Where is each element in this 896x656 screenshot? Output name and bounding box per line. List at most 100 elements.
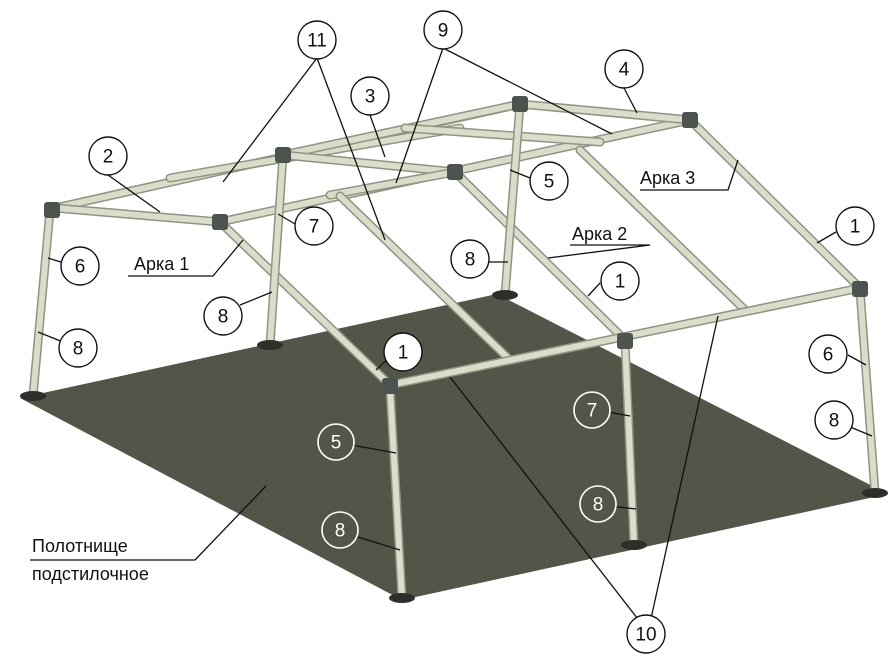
callout-7-left-circle [294,206,334,246]
leader-arch2 [547,244,651,259]
callout-5-front-circle [317,423,355,461]
joint-front-left-top [212,214,228,230]
base-rear-middle [492,290,518,300]
callout-10: 10 [635,625,656,646]
cross-rail [280,152,458,175]
leader-arch1 [128,239,244,277]
callout-9: 9 [438,21,449,42]
callout-7-front-circle [573,391,611,429]
callout-7-front: 7 [587,401,598,422]
post-front-right [857,287,878,496]
joint-front-left [382,378,398,394]
callout-5-top: 5 [544,172,555,193]
front-top-beam-left [52,205,223,225]
joint-rear-left [44,202,60,218]
leader-7-left [277,213,296,225]
callout-8-front: 8 [335,521,346,542]
callout-8-left-inner: 8 [218,307,229,328]
callout-numbers: 11 9 4 3 2 5 7 1 6 8 1 8 8 1 6 8 10 7 5 … [73,21,861,646]
callout-8-left-inner-circle [203,296,243,336]
rear-top-beam [517,101,693,123]
callout-6-right-circle [808,334,848,374]
joint-arch-2-top [447,164,463,180]
leader-1-right [816,231,837,244]
callout-1-front: 1 [398,343,409,364]
callouts-on-floor [317,391,617,549]
leader-11b [316,57,386,241]
leader-11a [222,57,318,183]
joint-arch-3-top [682,112,698,128]
floor-label-line2: подстилочное [32,564,149,584]
leader-9a [395,47,444,184]
callout-10-circle [626,614,666,654]
middle-rafter-a [337,193,513,363]
leader-lines [37,47,873,633]
floor-label-line1: Полотнище [32,536,128,556]
leader-3 [369,114,386,158]
arch-2-label: Арка 2 [572,224,627,244]
callout-8-left-lower-circle [58,328,98,368]
post-rear-middle [502,101,523,298]
callout-1-front-circle [383,332,423,372]
leader-6-right [847,354,867,366]
leader-floor [194,485,267,561]
floor-sheet [20,294,888,600]
post-front-middle [622,339,637,548]
base-rear-left [20,391,46,401]
callout-8-front-circle [321,511,359,549]
post-front-left [387,384,405,601]
callout-9-circle [423,10,463,50]
leader-10a [449,376,649,633]
callout-2-circle [88,136,128,176]
callout-5-top-circle [529,161,569,201]
callout-8-right: 8 [829,411,840,432]
callout-8-right-circle [814,400,854,440]
leader-10b [647,315,719,633]
leader-5-top [509,169,531,179]
leader-2 [107,174,161,213]
joint-left-inner-top [275,147,291,163]
callout-6-right: 6 [823,345,834,366]
callout-8-front-right: 8 [593,495,604,516]
callout-5-front: 5 [331,433,342,454]
callout-8-front-right-circle [579,485,617,523]
callout-1-right: 1 [850,217,861,238]
base-front-middle [621,540,647,550]
callout-3-circle [350,76,390,116]
arch-1-rafter [217,219,393,388]
callout-6-left-circle [60,246,100,286]
arch-1-label: Арка 1 [134,254,189,274]
callout-6-left: 6 [75,257,86,278]
callout-2: 2 [103,147,114,168]
leader-arch3 [640,159,739,191]
cross-rail-b [402,125,603,145]
frame-joints [20,96,888,603]
leader-4 [623,87,638,114]
joint-rear-middle-top [512,96,528,112]
leader-1-mid [587,282,601,297]
callout-11-circle [297,20,337,60]
callout-4-circle [604,49,644,89]
leader-8-left-inner [239,291,273,306]
arch-3-rafter [687,117,863,291]
callout-1-right-circle [835,206,875,246]
callout-1-mid-circle [600,261,640,301]
middle-rafter-b [577,147,748,313]
base-front-left [389,593,415,603]
arch-2-rafter [452,169,628,343]
callout-4: 4 [619,60,630,81]
callout-11: 11 [307,31,327,52]
joint-front-middle [617,333,633,349]
base-front-right [862,488,888,498]
callouts [58,10,875,654]
callout-8-mid-circle [450,239,490,279]
callout-7-left: 7 [309,217,320,238]
callout-1-mid: 1 [615,272,626,293]
leader-9b [442,47,613,135]
callout-8-left-lower: 8 [73,339,84,360]
base-left-inner [257,340,283,350]
post-rear-left [30,207,53,399]
joint-front-right [852,281,868,297]
